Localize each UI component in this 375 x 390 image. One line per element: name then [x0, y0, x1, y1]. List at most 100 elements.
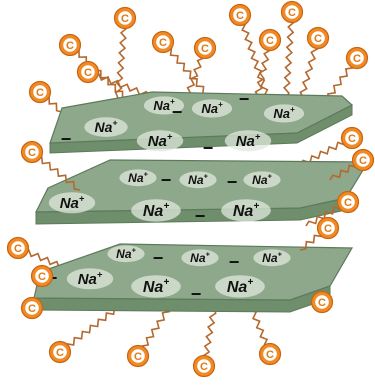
surfactant-head-label: C — [121, 13, 129, 25]
surfactant-head: C — [258, 342, 282, 366]
surfactant-head-label: C — [38, 271, 46, 283]
sodium-ion-label: Na+ — [128, 170, 148, 185]
surfactant-head-label: C — [236, 10, 244, 22]
sodium-ion: Na+ — [253, 249, 291, 267]
surfactant-head-core — [197, 359, 211, 373]
surfactant-tail — [114, 17, 128, 99]
clay-sheets: Na+Na+Na+Na+Na+Na+−−−−Na+Na+Na+Na+Na+Na+… — [33, 89, 370, 313]
surfactant-head: C — [316, 216, 340, 240]
surfactant-head-core — [321, 221, 335, 235]
sodium-ion-label: Na+ — [143, 201, 169, 220]
surfactant-head: C — [76, 60, 100, 84]
sodium-ion-charge: + — [144, 170, 149, 179]
sodium-ion-halo — [131, 275, 181, 298]
sodium-ion-halo — [243, 171, 281, 189]
surfactant-head: C — [126, 344, 150, 368]
sodium-ion-halo — [131, 199, 181, 222]
sodium-ion-halo — [48, 192, 96, 214]
surfactant-head-label: C — [266, 349, 274, 361]
surfactant-head-core — [25, 301, 39, 315]
surfactant-head-core — [131, 349, 145, 363]
negative-charge: − — [227, 172, 238, 192]
sodium-ion: Na+ — [107, 245, 145, 263]
negative-charge: − — [161, 170, 172, 190]
sodium-ion-halo — [66, 268, 114, 290]
negative-charge: − — [229, 252, 240, 272]
surfactant-head-core — [11, 241, 25, 255]
sodium-ion: Na+ — [215, 275, 265, 298]
surfactant-head: C — [192, 354, 216, 378]
surfactant-head-core — [25, 145, 39, 159]
surfactant-head-label: C — [359, 155, 367, 167]
sodium-ion: Na+ — [263, 104, 305, 123]
surfactant-head-label: C — [36, 87, 44, 99]
surfactant-tail — [299, 37, 319, 104]
surfactant-head-core — [356, 153, 370, 167]
sodium-ion-charge: + — [163, 201, 169, 212]
sodium-ion-halo — [263, 104, 305, 123]
sodium-ion-label: Na+ — [78, 269, 103, 288]
surfactant-head-label: C — [353, 53, 361, 65]
sodium-ion-charge: + — [170, 97, 175, 106]
surfactant-head-core — [53, 345, 67, 359]
sodium-ion-label: Na+ — [201, 100, 223, 116]
sodium-ion-label: Na+ — [227, 277, 253, 296]
sodium-ion-halo — [179, 171, 217, 189]
sodium-ion-charge: + — [218, 100, 223, 109]
surfactant-head-label: C — [324, 223, 332, 235]
sodium-ion: Na+ — [143, 96, 185, 115]
surfactant-head: C — [20, 140, 44, 164]
sodium-ion-charge: + — [278, 250, 283, 259]
sodium-ion-halo — [221, 199, 271, 222]
surfactant-head-label: C — [288, 7, 296, 19]
surfactant-head-core — [233, 8, 247, 22]
surfactant-head-core — [263, 347, 277, 361]
sodium-ion-label: Na+ — [60, 193, 85, 212]
sodium-ion-label: Na+ — [252, 172, 272, 187]
surfactant-head-core — [198, 41, 212, 55]
surfactant-head: C — [193, 36, 217, 60]
negative-charge: − — [172, 102, 183, 122]
negative-charge: − — [239, 89, 250, 109]
sodium-ion-charge: + — [167, 131, 173, 141]
surfactant-tail — [59, 305, 121, 353]
negative-charge: − — [203, 138, 214, 158]
sodium-ion: Na+ — [179, 171, 217, 189]
sodium-ion-halo — [181, 249, 219, 267]
sodium-ion: Na+ — [191, 99, 233, 118]
sodium-ion-charge: + — [132, 246, 137, 255]
surfactant-head-core — [341, 195, 355, 209]
surfactant-head: C — [340, 126, 364, 150]
sodium-ion-charge: + — [79, 193, 85, 203]
sodium-ion-charge: + — [268, 172, 273, 181]
sodium-ion-halo — [107, 245, 145, 263]
surfactant-head-label: C — [14, 243, 22, 255]
sodium-ion-label: Na+ — [188, 172, 208, 187]
sodium-ion-label: Na+ — [143, 277, 169, 296]
sodium-ion-charge: + — [290, 105, 295, 114]
sodium-ion: Na+ — [131, 199, 181, 222]
surfactant-head-core — [345, 131, 359, 145]
surfactant-head: C — [30, 264, 54, 288]
surfactant-head-core — [63, 38, 77, 52]
surfactant-head-label: C — [84, 67, 92, 79]
sodium-ion-halo — [143, 96, 185, 115]
surfactant-head-core — [350, 51, 364, 65]
sodium-ion-label: Na+ — [116, 246, 136, 261]
surfactant-head-core — [263, 33, 277, 47]
negative-charge: − — [195, 206, 206, 226]
surfactant-head: C — [228, 3, 252, 27]
clay-sheet: Na+Na+Na+Na+Na+Na+−−−− — [33, 243, 354, 313]
sodium-ion-charge: + — [112, 118, 117, 128]
surfactant-head: C — [28, 80, 52, 104]
surfactant-head: C — [306, 26, 330, 50]
surfactant-tail — [282, 11, 296, 99]
sodium-ion-label: Na+ — [233, 201, 259, 220]
negative-charge: − — [191, 284, 202, 304]
sodium-ion-label: Na+ — [262, 250, 282, 265]
sodium-ion: Na+ — [224, 130, 272, 152]
surfactant-head-label: C — [66, 40, 74, 52]
sodium-ion-halo — [191, 99, 233, 118]
surfactant-head: C — [48, 340, 72, 364]
